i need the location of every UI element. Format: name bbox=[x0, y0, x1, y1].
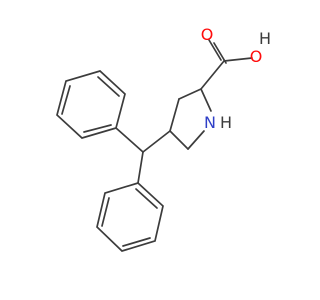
lower-phenyl-hexagon bbox=[96, 182, 164, 252]
bond-c4-ch bbox=[142, 130, 171, 153]
bond-ch-upper-phenyl bbox=[115, 127, 144, 153]
upper-phenyl-ring bbox=[56, 70, 126, 139]
benzhydryl-linkage bbox=[115, 127, 171, 184]
bond-carbonyl-double-2 bbox=[208, 39, 222, 61]
lower-phenyl-ring bbox=[96, 182, 164, 252]
bond-c3-c2 bbox=[178, 88, 202, 100]
lower-phenyl-double-bond-2 bbox=[122, 237, 151, 247]
bond-n1-c5 bbox=[187, 130, 205, 150]
bond-c4-c3 bbox=[169, 98, 180, 132]
bond-c5-c4 bbox=[169, 130, 189, 150]
carboxylic-acid-group bbox=[200, 39, 253, 90]
carbonyl-oxygen-label: O bbox=[201, 25, 214, 44]
lower-phenyl-double-bond-1 bbox=[135, 188, 158, 209]
upper-phenyl-double-bond-3 bbox=[97, 76, 120, 97]
bond-c2-n1 bbox=[200, 88, 212, 112]
molecule-structure-diagram: O O H N H bbox=[56, 25, 271, 252]
ring-nitrogen-hydrogen-label: H bbox=[220, 113, 232, 132]
ring-nitrogen-label: N bbox=[204, 113, 216, 132]
bond-carbonyl-double-1 bbox=[213, 42, 227, 64]
lower-phenyl-double-bond-3 bbox=[101, 197, 110, 227]
bond-carboxyl-hydroxyl bbox=[223, 57, 253, 62]
bond-c2-carboxyl-carbon bbox=[200, 60, 225, 90]
pyrrolidine-ring bbox=[169, 88, 212, 150]
upper-phenyl-double-bond-1 bbox=[83, 124, 112, 133]
bond-ch-lower-phenyl bbox=[137, 151, 144, 184]
upper-phenyl-double-bond-2 bbox=[61, 85, 71, 115]
upper-phenyl-hexagon bbox=[56, 70, 126, 139]
hydroxyl-hydrogen-label: H bbox=[259, 29, 271, 48]
hydroxyl-oxygen-label: O bbox=[250, 47, 263, 66]
